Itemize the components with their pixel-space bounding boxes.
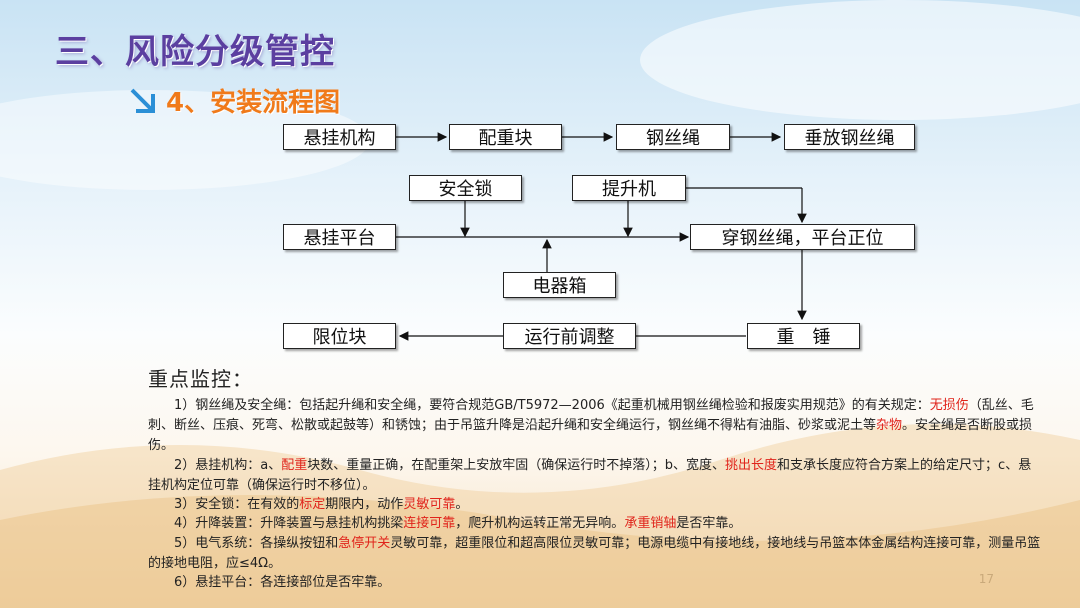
monitoring-item-5: 5）电气系统：各操纵按钮和急停开关灵敏可靠，超重限位和超高限位灵敏可靠；电源电缆… [148,534,1043,574]
text: 灵敏可靠，超重限位和超高限位灵敏可靠；电源电缆中有接地线，接地线与吊篮本体金属结… [148,536,1041,571]
node-suspension-mechanism: 悬挂机构 [283,124,396,150]
monitoring-item-1: 1）钢丝绳及安全绳：包括起升绳和安全绳，要符合规范GB/T5972—2006《起… [148,396,1043,456]
node-pre-run-adjustment: 运行前调整 [503,323,636,349]
highlight-text: 承重销轴 [624,516,677,531]
highlight-text: 挑出长度 [725,458,778,473]
node-suspended-platform: 悬挂平台 [283,224,396,250]
monitoring-item-3: 3）安全锁：在有效的标定期限内，动作灵敏可靠。 [148,495,1043,515]
text: ，爬升机构运转正常无异响。 [455,516,625,531]
node-electrical-box: 电器箱 [503,272,616,298]
highlight-text: 配重 [281,458,308,473]
node-lower-wire-rope: 垂放钢丝绳 [784,124,915,150]
node-counterweight: 配重块 [449,124,562,150]
highlight-text: 无损伤 [929,398,969,413]
node-wire-rope: 钢丝绳 [616,124,730,150]
text: 期限内，动作 [325,497,404,512]
text: 1）钢丝绳及安全绳：包括起升绳和安全绳，要符合规范GB/T5972—2006《起… [174,398,930,413]
page-title: 三、风险分级管控 [55,32,335,72]
monitoring-item-6: 6）悬挂平台：各连接部位是否牢靠。 [174,575,391,590]
highlight-text: 灵敏可靠 [403,497,456,512]
node-limit-block: 限位块 [283,323,396,349]
node-hoist: 提升机 [572,175,686,201]
monitoring-heading: 重点监控： [148,367,253,391]
node-safety-lock: 安全锁 [409,175,522,201]
arrow-down-right-icon [130,88,155,113]
highlight-text: 急停开关 [338,536,391,551]
text: 和支承长度应符合方案上的给定尺寸；c、悬挂机构定位可靠（确保运行时不移位）。 [148,458,1032,493]
highlight-text: 连接可靠 [403,516,456,531]
text: （乱丝、毛刺、断丝、压痕、死弯、松散或起鼓等）和锈蚀；由于吊篮升降是沿起升绳和安… [148,398,1034,433]
text: 。安全绳是否断股或损伤。 [148,418,1033,453]
text: 。 [455,497,469,512]
text: 5）电气系统：各操纵按钮和 [174,536,339,551]
text: 2）悬挂机构：a、 [174,458,282,473]
text: 3）安全锁：在有效的 [174,497,300,512]
subtitle-row: 4、安装流程图 [128,82,340,119]
text: 4）升降装置：升降装置与悬挂机构挑梁 [174,516,404,531]
text: 是否牢靠。 [676,516,742,531]
text: 块数、重量正确，在配重架上安放牢固（确保运行时不掉落）；b、宽度、 [307,458,726,473]
section-subtitle: 4、安装流程图 [166,88,341,118]
page-number: 17 [978,572,994,586]
monitoring-item-2: 2）悬挂机构：a、配重块数、重量正确，在配重架上安放牢固（确保运行时不掉落）；b… [148,456,1043,496]
node-counterweight-hammer: 重 锤 [747,323,860,349]
node-thread-rope-align-platform: 穿钢丝绳，平台正位 [690,224,915,250]
monitoring-item-4: 4）升降装置：升降装置与悬挂机构挑梁连接可靠，爬升机构运转正常无异响。承重销轴是… [148,514,1043,534]
highlight-text: 标定 [299,497,326,512]
highlight-text: 杂物 [876,418,903,433]
